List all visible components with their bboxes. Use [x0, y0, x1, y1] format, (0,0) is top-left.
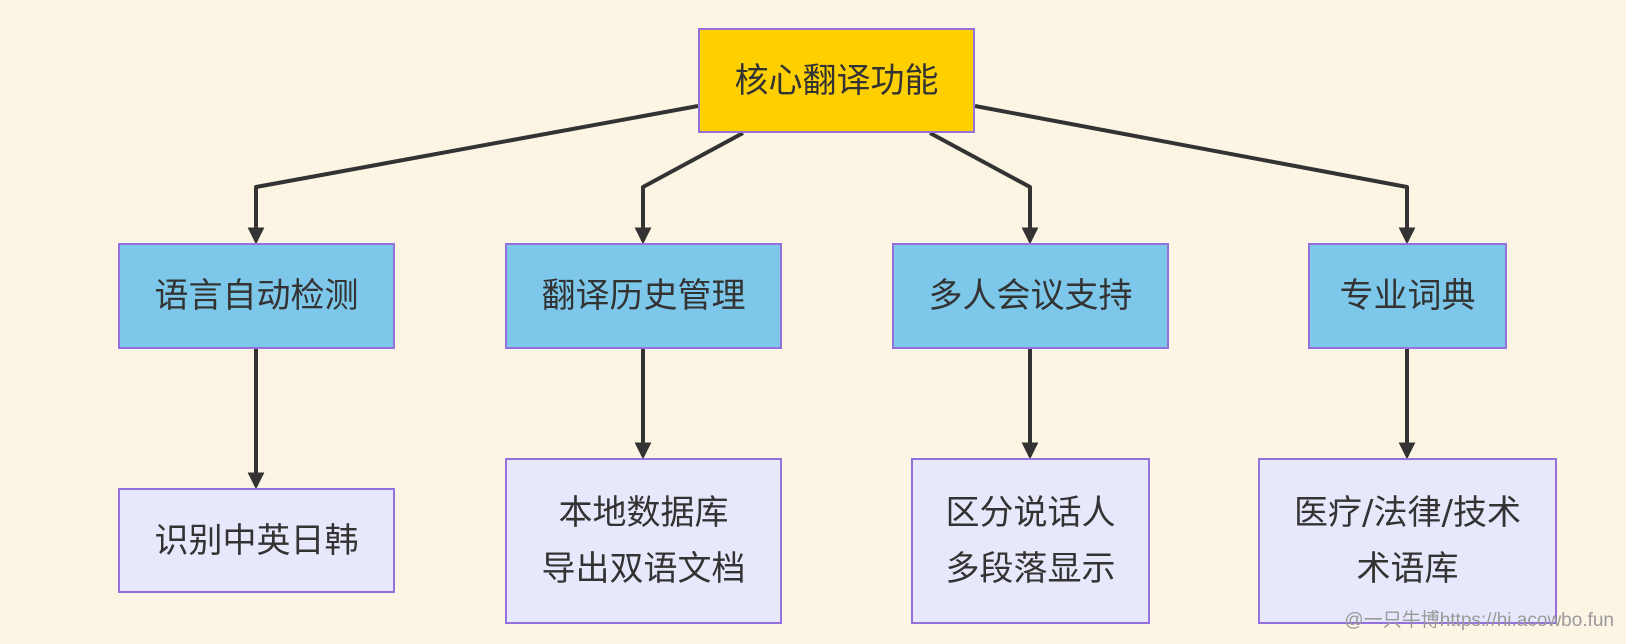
detail-node-line: 术语库 [1356, 549, 1459, 589]
edge-root-to-branch-2 [634, 131, 744, 245]
branch-node-meeting-support: 多人会议支持 [892, 243, 1169, 349]
detail-node-professional-dictionary: 医疗/法律/技术 术语库 [1258, 458, 1557, 624]
edge-root-to-branch-3 [929, 131, 1039, 245]
branch-node-professional-dictionary: 专业词典 [1308, 243, 1507, 349]
root-node: 核心翻译功能 [698, 28, 975, 133]
detail-node-label: 识别中英日韩 [154, 520, 359, 561]
branch-node-translation-history: 翻译历史管理 [505, 243, 782, 349]
branch-node-label: 语言自动检测 [154, 276, 359, 316]
detail-node-line: 导出双语文档 [541, 549, 746, 589]
watermark: @一只牛博https://hi.acowbo.fun [1344, 610, 1614, 631]
branch-node-label: 多人会议支持 [928, 276, 1133, 316]
detail-node-line: 多段落显示 [945, 549, 1116, 589]
branch-node-label: 翻译历史管理 [541, 276, 746, 316]
detail-node-translation-history: 本地数据库 导出双语文档 [505, 458, 782, 624]
detail-node-line: 区分说话人 [945, 493, 1116, 533]
detail-node-meeting-support: 区分说话人 多段落显示 [911, 458, 1150, 624]
branch-node-language-detection: 语言自动检测 [118, 243, 395, 349]
branch-node-label: 专业词典 [1339, 276, 1476, 316]
detail-node-language-detection: 识别中英日韩 [118, 488, 395, 593]
detail-node-line: 本地数据库 [558, 493, 729, 533]
edge-root-to-branch-4 [974, 104, 1416, 245]
root-node-label: 核心翻译功能 [734, 60, 939, 101]
edge-root-to-branch-1 [247, 104, 699, 245]
detail-node-line: 医疗/法律/技术 [1294, 493, 1521, 533]
